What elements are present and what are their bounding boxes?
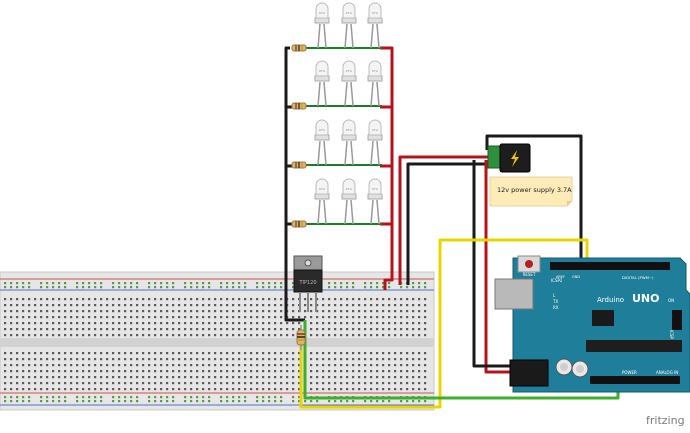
led-label: RFG xyxy=(319,128,326,132)
digital-label: DIGITAL (PWM~) xyxy=(622,275,654,280)
power-label: POWER xyxy=(622,370,637,375)
wire-yellow xyxy=(299,238,589,409)
led: RFG xyxy=(314,119,330,166)
led: RFG xyxy=(367,119,383,166)
led-label: RFG xyxy=(346,187,353,191)
led-label: RFG xyxy=(346,69,353,73)
wire-black-led-bus xyxy=(284,46,305,322)
arduino-board-name: UNO xyxy=(632,292,660,305)
icsp-label: ICSP xyxy=(669,330,674,340)
power-supply-note: 12v power supply 3.7A xyxy=(489,176,573,207)
wire-red-jack xyxy=(398,155,490,285)
breadboard xyxy=(0,271,435,411)
reset-label: RESET xyxy=(523,272,536,277)
led: RFG xyxy=(341,178,357,225)
led-row-resistor xyxy=(291,161,307,169)
note-text: 12v power supply 3.7A xyxy=(497,186,572,194)
gnd-label: GND xyxy=(572,275,580,279)
led: RFG xyxy=(341,60,357,107)
led-label: RFG xyxy=(319,187,326,191)
wires xyxy=(284,46,620,409)
base-resistor xyxy=(296,325,306,350)
wire-black-jack xyxy=(406,162,490,285)
analog-label: ANALOG IN xyxy=(656,370,678,375)
led-label: RFG xyxy=(372,187,379,191)
fritzing-watermark: fritzing xyxy=(646,414,685,427)
icsp2-label: ICSP2 xyxy=(551,278,563,283)
led: RFG xyxy=(341,2,357,49)
wire-red-led-bus xyxy=(380,46,394,290)
led-label: RFG xyxy=(346,128,353,132)
led: RFG xyxy=(367,60,383,107)
tx-label: TX xyxy=(552,299,558,304)
wire-red-jack-arduino xyxy=(484,160,515,374)
led: RFG xyxy=(314,178,330,225)
arduino-uno: RESET Arduino UNO ICSP2 TX RX L ON DIGIT… xyxy=(494,255,690,393)
l-label: L xyxy=(553,293,556,298)
led: RFG xyxy=(341,119,357,166)
led-label: RFG xyxy=(372,128,379,132)
led-label: RFG xyxy=(346,11,353,15)
led-row-resistor xyxy=(291,102,307,110)
tip120-transistor: TIP120 xyxy=(293,255,323,312)
rx-label: RX xyxy=(553,305,559,310)
reset-button-icon xyxy=(525,260,533,268)
led-row-resistor xyxy=(291,44,307,52)
arduino-brand: Arduino xyxy=(597,296,624,304)
led-label: RFG xyxy=(372,11,379,15)
led-label: RFG xyxy=(319,11,326,15)
aref-label: AREF xyxy=(556,275,565,279)
led: RFG xyxy=(314,2,330,49)
wire-black-jack-arduino2 xyxy=(472,160,515,368)
led: RFG xyxy=(367,2,383,49)
led-label: RFG xyxy=(372,69,379,73)
on-label: ON xyxy=(668,298,674,303)
lightning-icon xyxy=(511,150,519,167)
led: RFG xyxy=(367,178,383,225)
led: RFG xyxy=(314,60,330,107)
led-resistors xyxy=(291,44,307,228)
led-row-resistor xyxy=(291,220,307,228)
dc-power-jack xyxy=(487,143,531,173)
led-array: RFG RFG RFG RFG RFG RFG RFG RFG RFG RFG RFG RFG xyxy=(300,2,383,225)
wire-black-jack-arduino xyxy=(485,134,583,262)
led-label: RFG xyxy=(319,69,326,73)
transistor-label: TIP120 xyxy=(298,280,316,286)
